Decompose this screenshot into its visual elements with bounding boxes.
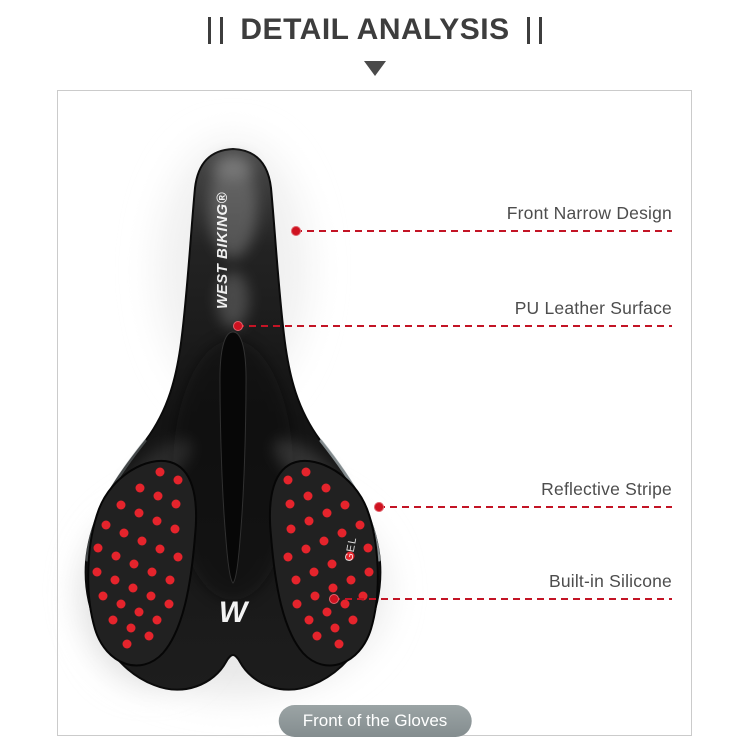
gel-dot (173, 475, 183, 485)
gel-dot (322, 508, 332, 518)
gel-dot (92, 567, 102, 577)
callout-label: Front Narrow Design (506, 203, 672, 223)
gel-dot (147, 567, 157, 577)
logo-w: W (219, 596, 250, 629)
gel-dot (93, 543, 103, 553)
product-image-frame (57, 90, 692, 736)
title-flank-bars-left-icon (208, 16, 224, 44)
callout-pu-leather-surface: PU Leather Surface (233, 298, 672, 331)
gel-dot (134, 508, 144, 518)
left-gel-pad (87, 459, 198, 667)
saddle-cutout (219, 331, 247, 584)
gel-dot (304, 615, 314, 625)
gel-dot (310, 591, 320, 601)
gel-dot (301, 467, 311, 477)
gel-dot (340, 599, 350, 609)
gel-dot (155, 467, 165, 477)
gel-dot (111, 551, 121, 561)
gel-dot (128, 583, 138, 593)
gel-dot (126, 623, 136, 633)
callout-dot (233, 321, 243, 331)
reflective-stripe (319, 439, 381, 562)
gel-label: GEL (343, 536, 359, 563)
title-flank-bars-right-icon (526, 16, 542, 44)
gel-dot (152, 516, 162, 526)
reflective-stripe-left (85, 439, 147, 562)
gel-dot (152, 615, 162, 625)
gel-dot (283, 552, 293, 562)
gel-dot (108, 615, 118, 625)
gel-dot (337, 528, 347, 538)
gel-dot (137, 536, 147, 546)
gel-dot (327, 559, 337, 569)
gel-dot (312, 631, 322, 641)
right-gel-pad (268, 459, 379, 667)
nose-tip-highlight (213, 155, 253, 179)
gel-dot (363, 543, 373, 553)
callout-label: Built-in Silicone (548, 571, 672, 591)
gel-dot (146, 591, 156, 601)
silicone-dots-left (92, 467, 183, 649)
gel-dot (119, 528, 129, 538)
gel-dot (291, 575, 301, 585)
callout-label: Reflective Stripe (541, 479, 672, 499)
gel-dot (340, 500, 350, 510)
gel-dot (98, 591, 108, 601)
callout-line (233, 321, 672, 331)
callout-reflective-stripe: Reflective Stripe (374, 479, 672, 512)
gel-dot (309, 567, 319, 577)
gel-dot (170, 524, 180, 534)
page-header: DETAIL ANALYSIS (0, 13, 750, 47)
gel-dot (292, 599, 302, 609)
callout-dot (374, 502, 384, 512)
nose-sheen (209, 158, 257, 258)
caption-ribbon: Front of the Gloves (278, 705, 472, 737)
callout-front-narrow-design: Front Narrow Design (291, 203, 672, 236)
gel-dot (285, 499, 295, 509)
gel-dot (153, 491, 163, 501)
gel-dot (286, 524, 296, 534)
gel-dot (283, 475, 293, 485)
gel-dot (155, 544, 165, 554)
callout-dot (291, 226, 301, 236)
gel-dot (129, 559, 139, 569)
callout-dot (329, 594, 339, 604)
gel-dot (330, 623, 340, 633)
callout-label: PU Leather Surface (514, 298, 672, 318)
gel-dot (173, 552, 183, 562)
arrow-down-icon (364, 61, 386, 76)
gel-dot (101, 520, 111, 530)
gel-dot (165, 575, 175, 585)
callout-line (329, 594, 672, 604)
gel-dot (322, 607, 332, 617)
gel-dot (135, 483, 145, 493)
right-wing-highlight (273, 439, 343, 497)
gel-dot (144, 631, 154, 641)
left-wing-highlight (123, 439, 193, 497)
gel-dot (164, 599, 174, 609)
gel-dot (171, 499, 181, 509)
gel-dot (134, 607, 144, 617)
gel-dot (348, 615, 358, 625)
gel-dot (345, 551, 355, 561)
callout-line (291, 226, 672, 236)
silicone-dots-right (283, 467, 374, 649)
gel-dot (303, 491, 313, 501)
gel-dot (319, 536, 329, 546)
gel-dot (301, 544, 311, 554)
page-title: DETAIL ANALYSIS (240, 13, 510, 46)
callout-line (374, 502, 672, 512)
brand-text: WEST BIKING® (214, 192, 231, 309)
gel-dot (110, 575, 120, 585)
callout-built-in-silicone: Built-in Silicone (329, 571, 672, 604)
gel-dot (334, 639, 344, 649)
gel-dot (304, 516, 314, 526)
center-shading (173, 340, 293, 600)
gel-dot (355, 520, 365, 530)
gel-dot (321, 483, 331, 493)
gel-dot (122, 639, 132, 649)
gel-dot (116, 599, 126, 609)
gel-dot (116, 500, 126, 510)
